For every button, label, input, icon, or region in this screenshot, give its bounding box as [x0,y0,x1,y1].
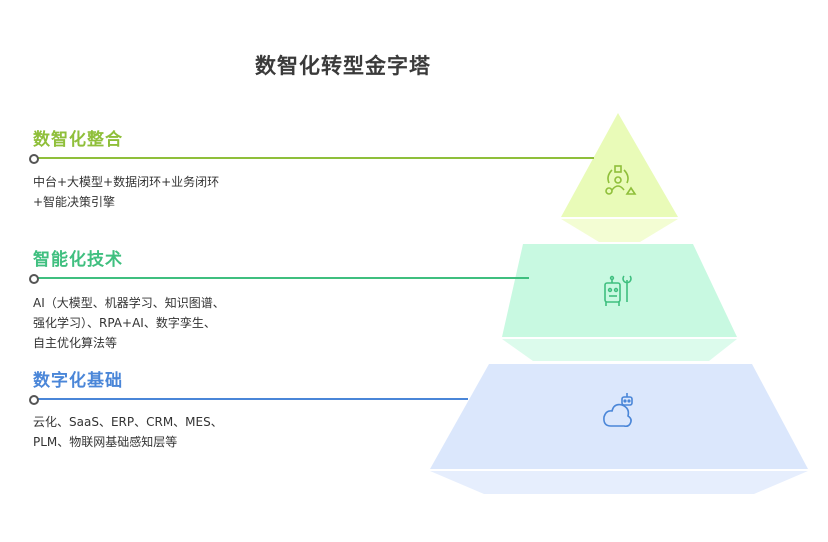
pyramid-tier-top-base [561,219,678,242]
cloud-robot-icon [603,393,633,428]
description-line: 强化学习）、RPA+AI、数字孪生、 [33,316,216,330]
pyramid-tier-bottom-base [430,471,808,494]
level-heading-integration: 数智化整合 [33,130,123,150]
connector-dot-intelligent-tech [29,274,39,284]
pyramid-tier-middle-base [502,339,737,361]
pyramid-tier-top [561,113,678,217]
robot-wrench-icon [604,275,632,306]
connector-line-intelligent-tech [34,277,529,279]
diagram-title: 数智化转型金字塔 [255,54,431,78]
people-network-icon [605,165,637,195]
connector-dot-integration [29,154,39,164]
description-line: +智能决策引擎 [33,195,116,209]
level-description-intelligent-tech: AI（大模型、机器学习、知识图谱、 强化学习）、RPA+AI、数字孪生、 自主优… [33,293,293,353]
connector-line-integration [34,157,594,159]
description-line: PLM、物联网基础感知层等 [33,435,178,449]
level-heading-intelligent-tech: 智能化技术 [33,250,123,270]
level-description-integration: 中台+大模型+数据闭环+业务闭环 +智能决策引擎 [33,172,293,212]
connector-line-digital-foundation [34,398,468,400]
description-line: 中台+大模型+数据闭环+业务闭环 [33,175,220,189]
description-line: AI（大模型、机器学习、知识图谱、 [33,296,225,310]
connector-dot-digital-foundation [29,395,39,405]
level-heading-digital-foundation: 数字化基础 [33,371,123,391]
pyramid-tier-bottom [430,364,808,469]
level-description-digital-foundation: 云化、SaaS、ERP、CRM、MES、 PLM、物联网基础感知层等 [33,412,293,452]
description-line: 云化、SaaS、ERP、CRM、MES、 [33,415,223,429]
description-line: 自主优化算法等 [33,336,118,350]
